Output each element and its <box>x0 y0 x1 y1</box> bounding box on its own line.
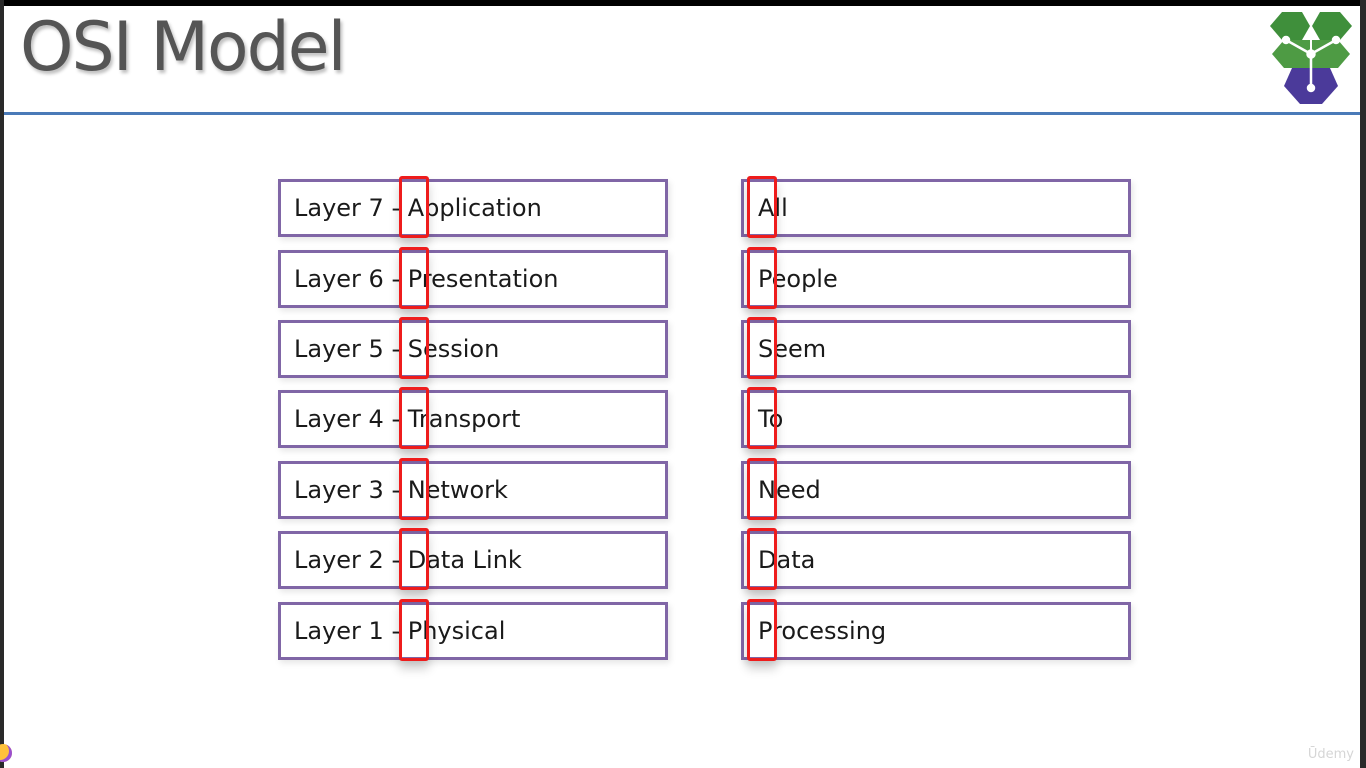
layer-3-box: Layer 3 - Network <box>278 461 668 519</box>
first-letter-highlight <box>399 176 429 238</box>
layer-1-box: Layer 1 - Physical <box>278 602 668 660</box>
first-letter-highlight <box>399 528 429 590</box>
window-frame-left <box>0 0 4 768</box>
first-letter-highlight <box>399 458 429 520</box>
mnemonic-2-box: Data <box>741 531 1131 589</box>
first-letter-highlight <box>747 528 777 590</box>
first-letter-highlight <box>747 599 777 661</box>
first-letter-highlight <box>747 458 777 520</box>
layer-2-label: Layer 2 - Data Link <box>294 546 522 574</box>
slide-title: OSI Model <box>20 8 347 87</box>
first-letter-highlight <box>747 387 777 449</box>
first-letter-highlight <box>747 176 777 238</box>
mnemonic-3-box: Need <box>741 461 1131 519</box>
mnemonic-1-word: Processing <box>758 617 887 645</box>
mnemonic-5-word: Seem <box>758 335 827 363</box>
mnemonic-1-box: Processing <box>741 602 1131 660</box>
mnemonic-5-box: Seem <box>741 320 1131 378</box>
layer-7-box: Layer 7 - Application <box>278 179 668 237</box>
mnemonic-7-word: All <box>758 194 788 222</box>
mnemonic-4-word: To <box>758 405 784 433</box>
layer-4-label: Layer 4 - Transport <box>294 405 521 433</box>
mnemonic-6-box: People <box>741 250 1131 308</box>
mnemonic-4-box: To <box>741 390 1131 448</box>
layer-7-label: Layer 7 - Application <box>294 194 542 222</box>
title-divider <box>4 112 1360 115</box>
first-letter-highlight <box>747 247 777 309</box>
watermark: Ūdemy <box>1307 747 1354 762</box>
window-frame-right <box>1360 0 1366 768</box>
mnemonic-7-box: All <box>741 179 1131 237</box>
app-badge-icon <box>0 744 12 762</box>
layer-5-label: Layer 5 - Session <box>294 335 500 363</box>
mnemonic-3-word: Need <box>758 476 821 504</box>
first-letter-highlight <box>399 317 429 379</box>
first-letter-highlight <box>399 599 429 661</box>
first-letter-highlight <box>399 247 429 309</box>
window-frame-top <box>0 0 1366 6</box>
layer-6-box: Layer 6 - Presentation <box>278 250 668 308</box>
mnemonic-6-word: People <box>758 265 838 293</box>
tri-hexagon-network-logo-icon <box>1270 12 1352 104</box>
layer-5-box: Layer 5 - Session <box>278 320 668 378</box>
first-letter-highlight <box>747 317 777 379</box>
mnemonic-2-word: Data <box>758 546 816 574</box>
first-letter-highlight <box>399 387 429 449</box>
layer-2-box: Layer 2 - Data Link <box>278 531 668 589</box>
layer-4-box: Layer 4 - Transport <box>278 390 668 448</box>
